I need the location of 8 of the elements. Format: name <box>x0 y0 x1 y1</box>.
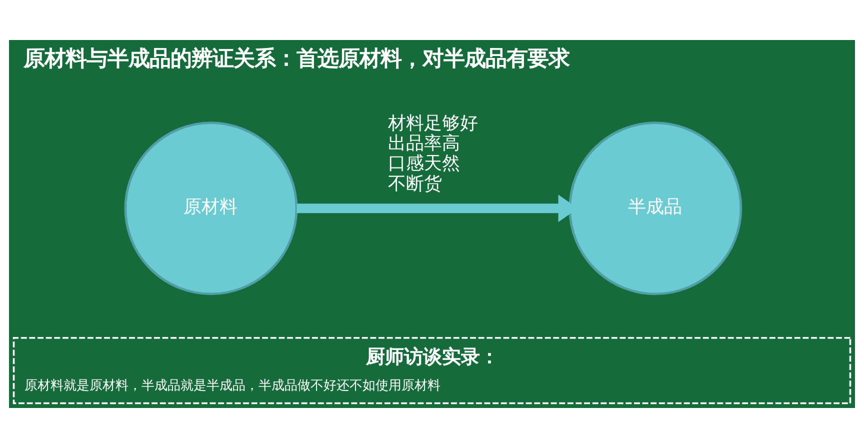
edge-label: 材料足够好 <box>388 112 478 134</box>
edge-label: 不断货 <box>388 173 442 194</box>
node-circle: 半成品 <box>568 122 742 296</box>
diagram-title: 原材料与半成品的辨证关系：首选原材料，对半成品有要求 <box>23 46 570 72</box>
node-box: 厨师访谈实录： 原材料就是原材料，半成品就是半成品，半成品做不好还不如使用原材料 <box>12 337 852 404</box>
node-circle: 原材料 <box>124 122 298 296</box>
edge-label: 口感天然 <box>388 153 460 174</box>
edge-label: 出品率高 <box>388 132 460 154</box>
